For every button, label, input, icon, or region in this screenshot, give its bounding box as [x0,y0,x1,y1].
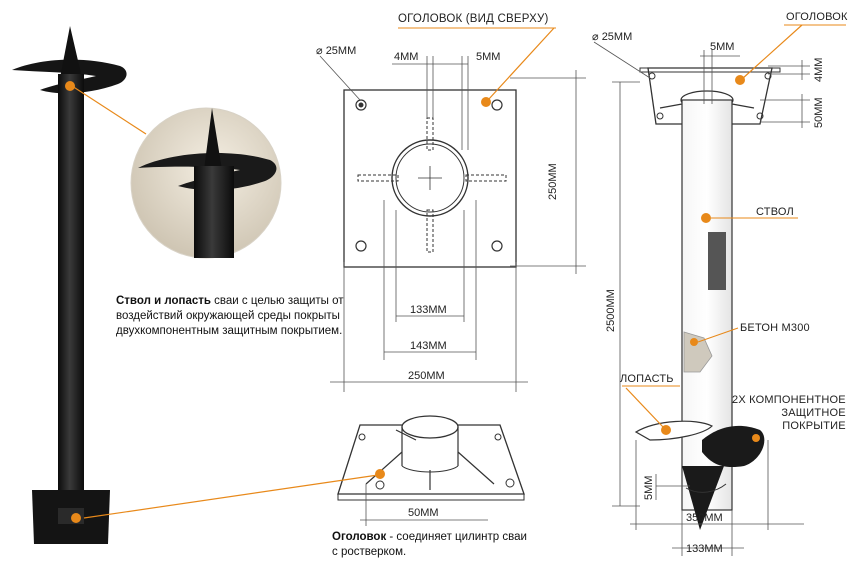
pile-photo-shaft [58,74,84,494]
top-view-height-label: 250ММ [547,163,559,200]
side-shaft-label: СТВОЛ [756,206,794,218]
photo-description: Ствол и лопасть сваи с целью защиты от в… [116,294,348,339]
top-view-width-label: 250ММ [408,370,445,382]
top-view-title: ОГОЛОВОК (ВИД СВЕРХУ) [398,13,549,25]
top-view-hole [355,240,367,252]
top-view-inner-label: 133ММ [410,304,447,316]
persp-marker [375,469,385,479]
side-coating-line1: 2Х КОМПОНЕНТНОЕ [732,394,846,406]
side-plate-label: 4ММ [813,57,825,82]
persp-description-rest: - соединяет цилинтр сваи с ростверком. [332,531,527,558]
top-view-rib-label-right: 5ММ [476,51,501,63]
side-coating-line2: ЗАЩИТНОЕ [781,407,846,419]
persp-description-bold: Оголовок [332,531,387,543]
side-coating-marker [752,434,760,442]
side-blade-diameter-label: 350ММ [686,512,723,524]
pile-photo-marker-bottom [71,513,81,523]
side-shaft-marker [701,213,711,223]
top-view-hole [491,99,503,111]
side-blade-label: ЛОПАСТЬ [620,373,674,385]
pile-photo-marker-top [65,81,75,91]
pile-photo [12,26,147,544]
persp-rib-label: 50ММ [408,507,439,519]
top-view-hole-label: ⌀ 25ММ [316,45,357,57]
top-view-pipe-outer [391,139,469,217]
side-shaft-diameter-label: 133ММ [686,543,723,555]
top-view-pipe-inner [395,143,465,213]
zoom-blade [138,153,277,191]
side-head-label: ОГОЛОВОК [786,11,848,23]
photo-description-rest: сваи с целью защиты от воздействий окруж… [116,295,344,337]
side-concrete-label: БЕТОН М300 [740,322,810,334]
side-blade-thickness-label: 5ММ [643,475,655,500]
persp-description: Оголовок - соединяет цилинтр сваи с рост… [332,530,532,560]
pile-photo-leader-top [71,85,147,135]
side-view [593,24,846,556]
side-window [708,232,726,290]
side-hole-label: ⌀ 25ММ [592,31,633,43]
side-coating-label: 2Х КОМПОНЕНТНОЕ ЗАЩИТНОЕ ПОКРЫТИЕ [732,394,846,433]
top-view-hole [355,99,367,111]
side-rib-height-label: 50ММ [813,97,825,128]
photo-description-bold: Ствол и лопасть [116,295,211,307]
perspective-view [83,415,525,526]
top-view-hole [491,240,503,252]
side-rib-label: 5ММ [710,41,735,53]
side-concrete-marker [690,338,698,346]
side-coating-line3: ПОКРЫТИЕ [782,420,846,432]
side-blade-dark [702,425,765,468]
pile-photo-blade [12,59,127,94]
top-view-outer-label: 143ММ [410,340,447,352]
side-head-marker [735,75,745,85]
top-view [319,27,586,392]
zoom-detail [130,107,282,259]
side-blade-left [634,420,714,441]
side-tip [682,466,724,530]
side-length-label: 2500ММ [605,289,617,332]
top-view-rib-label-left: 4ММ [394,51,419,63]
pile-photo-tip [60,26,82,78]
persp-pipe [401,415,459,439]
top-view-plate [343,89,517,268]
